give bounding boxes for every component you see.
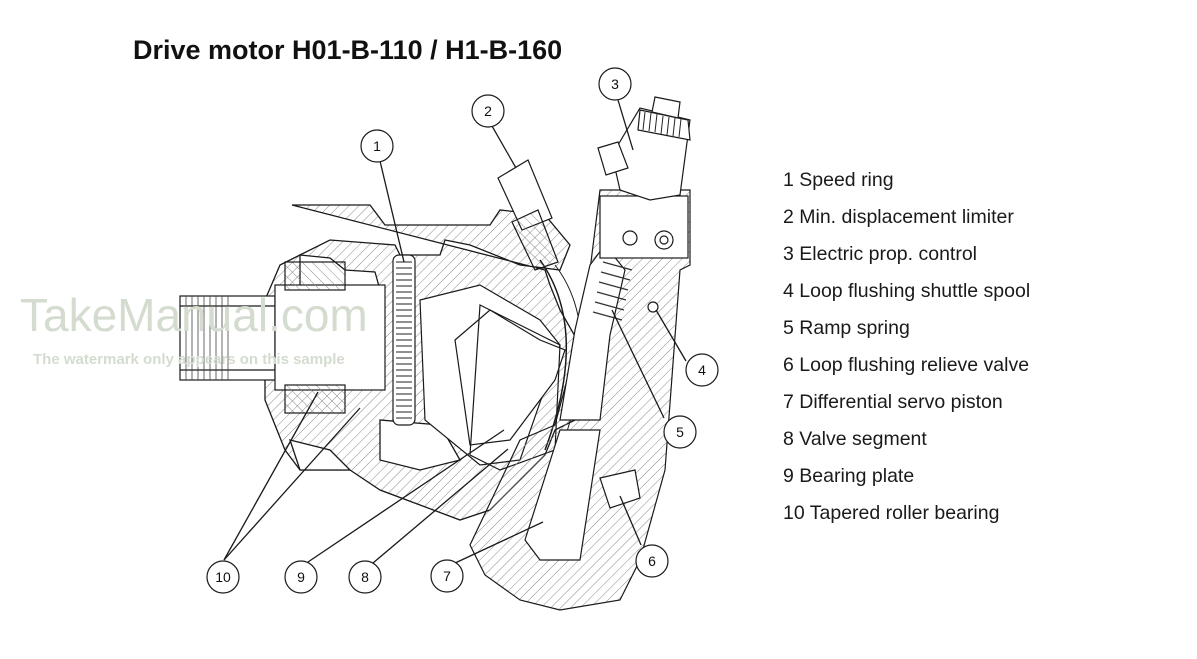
watermark-notice: The watermark only appears on this sampl… (33, 351, 345, 368)
legend-item: 1 Speed ring (783, 169, 894, 191)
cylinder-block (419, 259, 582, 471)
callout-5: 5 (663, 415, 697, 449)
callout-8: 8 (348, 560, 382, 594)
electric-control (597, 96, 691, 201)
callout-4: 4 (685, 353, 719, 387)
watermark-logo: TakeManual.com (20, 289, 368, 341)
parts-legend: 1 Speed ring 2 Min. displacement limiter… (783, 168, 1030, 538)
servo-assembly (469, 189, 691, 611)
legend-item: 3 Electric prop. control (783, 243, 978, 265)
callout-3: 3 (598, 67, 632, 101)
svg-text:5: 5 (676, 424, 684, 440)
legend-item: 6 Loop flushing relieve valve (783, 354, 1030, 376)
callout-7: 7 (430, 559, 464, 593)
svg-text:6: 6 (648, 553, 656, 569)
callout-9: 9 (284, 560, 318, 594)
svg-text:10: 10 (215, 569, 231, 585)
svg-text:2: 2 (484, 103, 492, 119)
legend-item: 9 Bearing plate (783, 465, 915, 487)
callout-leaders (223, 99, 687, 565)
callout-2: 2 (471, 94, 505, 128)
legend-item: 2 Min. displacement limiter (783, 206, 1014, 228)
svg-text:4: 4 (698, 362, 706, 378)
speed-ring (392, 254, 416, 426)
min-displacement-limiter (497, 159, 559, 271)
svg-text:9: 9 (297, 569, 305, 585)
legend-item: 7 Differential servo piston (783, 391, 1003, 413)
diagram-title: Drive motor H01-B-110 / H1-B-160 (133, 35, 563, 65)
callout-1: 1 (360, 129, 394, 163)
drive-shaft (179, 261, 386, 414)
svg-text:7: 7 (443, 568, 451, 584)
legend-item: 4 Loop flushing shuttle spool (783, 280, 1031, 302)
legend-item: 8 Valve segment (783, 428, 927, 450)
svg-text:1: 1 (373, 138, 381, 154)
legend-item: 10 Tapered roller bearing (783, 502, 1000, 524)
legend-item: 5 Ramp spring (783, 317, 910, 339)
callout-10: 10 (206, 560, 240, 594)
svg-text:8: 8 (361, 569, 369, 585)
svg-text:3: 3 (611, 76, 619, 92)
callout-6: 6 (635, 544, 669, 578)
